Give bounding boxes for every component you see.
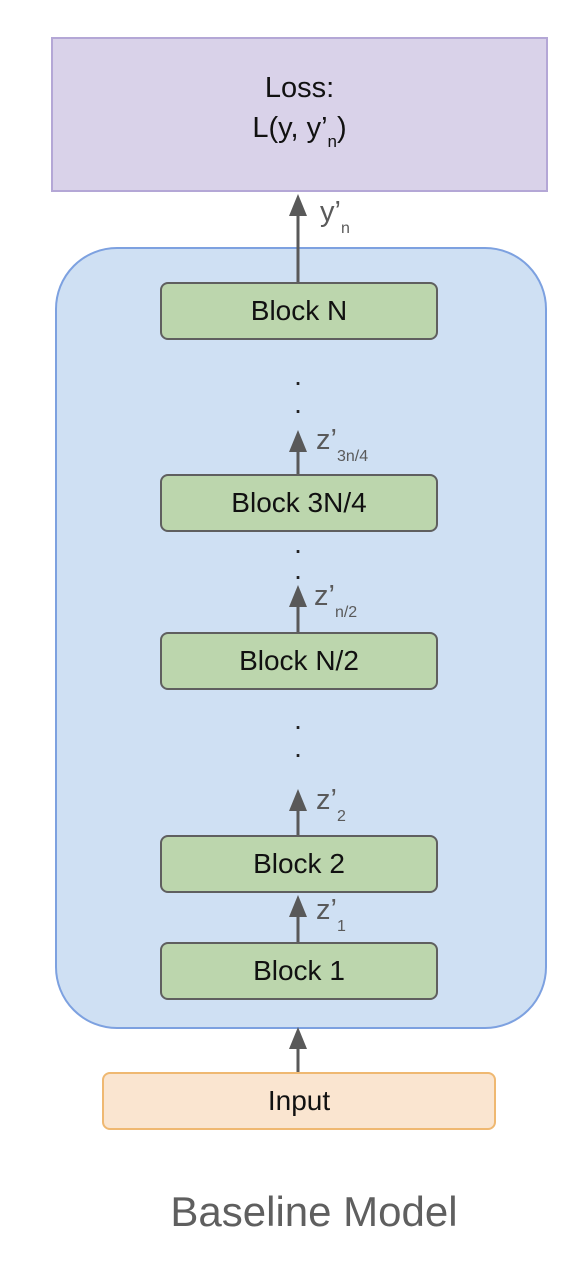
edge-label-1: z’1 [316, 894, 346, 936]
input-box: Input [102, 1072, 496, 1130]
block-3n4: Block 3N/4 [160, 474, 438, 532]
arrow-2 [289, 789, 307, 835]
edge-label-2-sub: 2 [336, 808, 346, 825]
edge-label-2: z’2 [316, 784, 346, 826]
output-label-main: y’ [320, 196, 341, 228]
arrow-output [289, 194, 307, 282]
edge-label-3n4-sub: 3n/4 [336, 448, 369, 465]
ellipsis-dot: . [294, 732, 302, 763]
block-1: Block 1 [160, 942, 438, 1000]
edge-label-n2-main: z’ [314, 580, 335, 612]
block-n2: Block N/2 [160, 632, 438, 690]
loss-title: Loss: [264, 71, 335, 104]
edge-label-3n4: z’3n/4 [316, 424, 368, 466]
diagram-title: Baseline Model [170, 1188, 458, 1235]
edge-label-n2: z’n/2 [314, 580, 357, 622]
loss-formula-end: ) [337, 111, 347, 144]
ellipsis-dot: . [294, 388, 302, 419]
edge-label-3n4-main: z’ [316, 424, 337, 456]
arrow-1 [289, 895, 307, 942]
ellipsis-dot: . [294, 554, 302, 585]
loss-formula: L(y, y’n) [252, 108, 346, 162]
output-label: y’n [320, 196, 350, 238]
loss-box: Loss: L(y, y’n) [51, 37, 548, 192]
ellipsis-dot: . [294, 360, 302, 391]
arrow-3n4 [289, 430, 307, 474]
arrow-n2 [289, 585, 307, 632]
block-2: Block 2 [160, 835, 438, 893]
loss-formula-sub: n [327, 131, 337, 151]
edge-label-1-sub: 1 [336, 918, 346, 935]
ellipsis-dot: . [294, 704, 302, 735]
loss-formula-main: L(y, y’ [252, 111, 328, 144]
ellipsis-dot: . [294, 528, 302, 559]
block-n: Block N [160, 282, 438, 340]
edge-label-2-main: z’ [316, 784, 337, 816]
edge-label-1-main: z’ [316, 894, 337, 926]
edge-label-n2-sub: n/2 [334, 604, 358, 621]
output-label-sub: n [340, 220, 350, 237]
arrow-input [289, 1027, 307, 1072]
